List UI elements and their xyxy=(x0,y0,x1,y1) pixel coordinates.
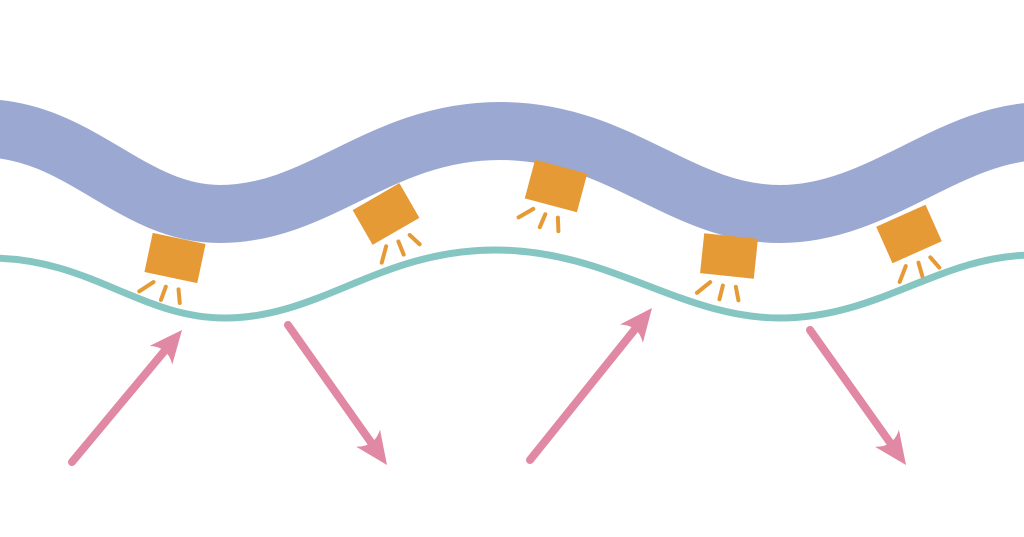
arrow-head xyxy=(149,330,182,365)
light-ray xyxy=(516,206,536,220)
lamp-body xyxy=(700,233,758,279)
lamp-body xyxy=(144,232,206,284)
lamp-body xyxy=(352,183,420,245)
arrow xyxy=(526,308,652,464)
lamp-body xyxy=(524,159,588,213)
light-ray xyxy=(694,280,713,295)
wavy-band xyxy=(0,100,1024,244)
light-ray xyxy=(733,284,741,303)
arrow xyxy=(68,330,182,466)
light-ray xyxy=(928,255,942,270)
lamp xyxy=(694,233,758,303)
light-ray xyxy=(717,283,725,302)
arrow-head xyxy=(356,429,387,465)
lamp xyxy=(137,232,206,305)
light-ray xyxy=(396,239,406,257)
light-ray xyxy=(137,280,156,294)
arrow-shaft xyxy=(68,341,174,466)
arrow xyxy=(806,326,906,465)
light-ray xyxy=(897,264,908,284)
arrow-shaft xyxy=(806,326,899,453)
light-ray xyxy=(555,215,561,234)
arrow-shaft xyxy=(526,319,644,464)
lamp-body xyxy=(876,204,942,264)
light-ray xyxy=(158,284,168,302)
arrow-head xyxy=(619,308,652,343)
light-ray xyxy=(379,244,389,265)
arrow xyxy=(284,321,387,465)
arrow-shaft xyxy=(284,321,380,453)
arrow-head xyxy=(874,429,906,465)
lamp xyxy=(352,183,422,265)
light-ray xyxy=(916,260,925,279)
light-ray xyxy=(407,232,422,247)
wavy-line xyxy=(0,246,1024,322)
lamp xyxy=(516,159,588,234)
light-ray xyxy=(537,212,548,230)
light-ray xyxy=(176,287,182,305)
lamp xyxy=(876,204,942,284)
